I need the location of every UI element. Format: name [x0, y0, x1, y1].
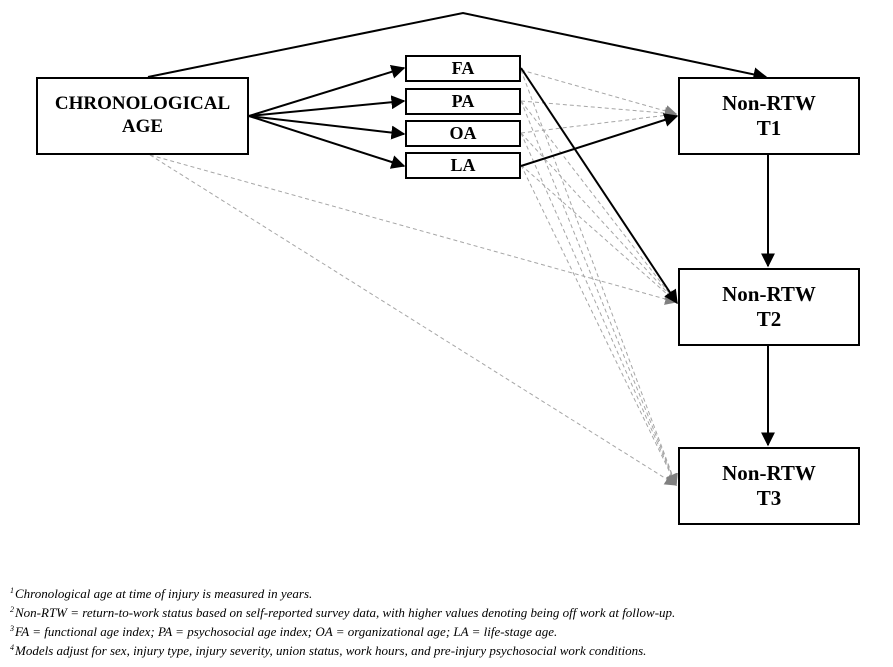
fa-label: FA	[451, 57, 475, 78]
dashed-path-oa-t3	[520, 132, 678, 487]
path-diagram: CHRONOLOGICAL AGE FA PA OA LA Non-RTW T1…	[36, 11, 860, 525]
la-box: LA	[405, 152, 521, 179]
non-rtw-t1-label-line1: Non-RTW	[722, 90, 816, 115]
solid-path-la-t1	[520, 113, 679, 167]
dashed-path-oa-t1	[520, 109, 678, 134]
dashed-path-pa-t1	[520, 100, 678, 120]
pa-box: PA	[405, 88, 521, 115]
non-rtw-t3-box: Non-RTW T3	[678, 447, 860, 525]
oa-label: OA	[449, 122, 477, 143]
dashed-path-oa-t2	[520, 132, 677, 303]
chronological-age-box: CHRONOLOGICAL AGE	[36, 77, 249, 155]
non-rtw-t1-label-line2: T1	[756, 116, 782, 140]
footnote-4-text: Models adjust for sex, injury type, inju…	[15, 643, 647, 658]
solid-path-age-pa	[248, 95, 406, 117]
dashed-path-age-t2	[149, 154, 678, 305]
solid-path-age-t1	[147, 11, 768, 82]
footnote-3-marker: 3	[10, 623, 14, 633]
footnote-4: 4Models adjust for sex, injury type, inj…	[10, 641, 885, 660]
footnote-4-marker: 4	[10, 642, 14, 652]
footnote-2-text: Non-RTW = return-to-work status based on…	[15, 605, 676, 620]
dashed-path-pa-t2	[520, 100, 677, 303]
footnote-2: 2Non-RTW = return-to-work status based o…	[10, 603, 885, 622]
footnote-2-marker: 2	[10, 604, 14, 614]
non-rtw-t3-label-line1: Non-RTW	[722, 460, 816, 485]
dashed-path-pa-t3	[520, 100, 678, 487]
solid-path-age-la	[248, 115, 406, 169]
dashed-path-age-t3	[149, 154, 678, 486]
footnote-3: 3FA = functional age index; PA = psychos…	[10, 622, 885, 641]
solid-path-age-fa	[248, 65, 406, 117]
footnote-3-text: FA = functional age index; PA = psychoso…	[15, 624, 558, 639]
footnote-1-text: Chronological age at time of injury is m…	[15, 586, 313, 601]
non-rtw-t2-label-line1: Non-RTW	[722, 281, 816, 306]
oa-box: OA	[405, 120, 521, 147]
solid-path-fa-t2	[520, 67, 678, 305]
dashed-path-la-t3	[520, 164, 677, 487]
dashed-path-fa-t1	[520, 69, 678, 117]
non-rtw-t3-label-line2: T3	[756, 486, 782, 510]
dashed-path-fa-t3	[520, 69, 678, 487]
pa-label: PA	[451, 90, 475, 111]
solid-path-age-oa	[248, 115, 406, 140]
footnote-1-marker: 1	[10, 585, 14, 595]
la-label: LA	[450, 154, 476, 175]
chronological-age-label-line1: CHRONOLOGICAL	[54, 93, 231, 115]
footnote-1: 1Chronological age at time of injury is …	[10, 584, 885, 603]
non-rtw-t2-label-line2: T2	[756, 307, 782, 331]
footnotes: 1Chronological age at time of injury is …	[10, 584, 885, 660]
path-arrows	[147, 11, 775, 487]
non-rtw-t1-box: Non-RTW T1	[678, 77, 860, 155]
chronological-age-label-line2: AGE	[121, 116, 164, 137]
fa-box: FA	[405, 55, 521, 82]
non-rtw-t2-box: Non-RTW T2	[678, 268, 860, 346]
